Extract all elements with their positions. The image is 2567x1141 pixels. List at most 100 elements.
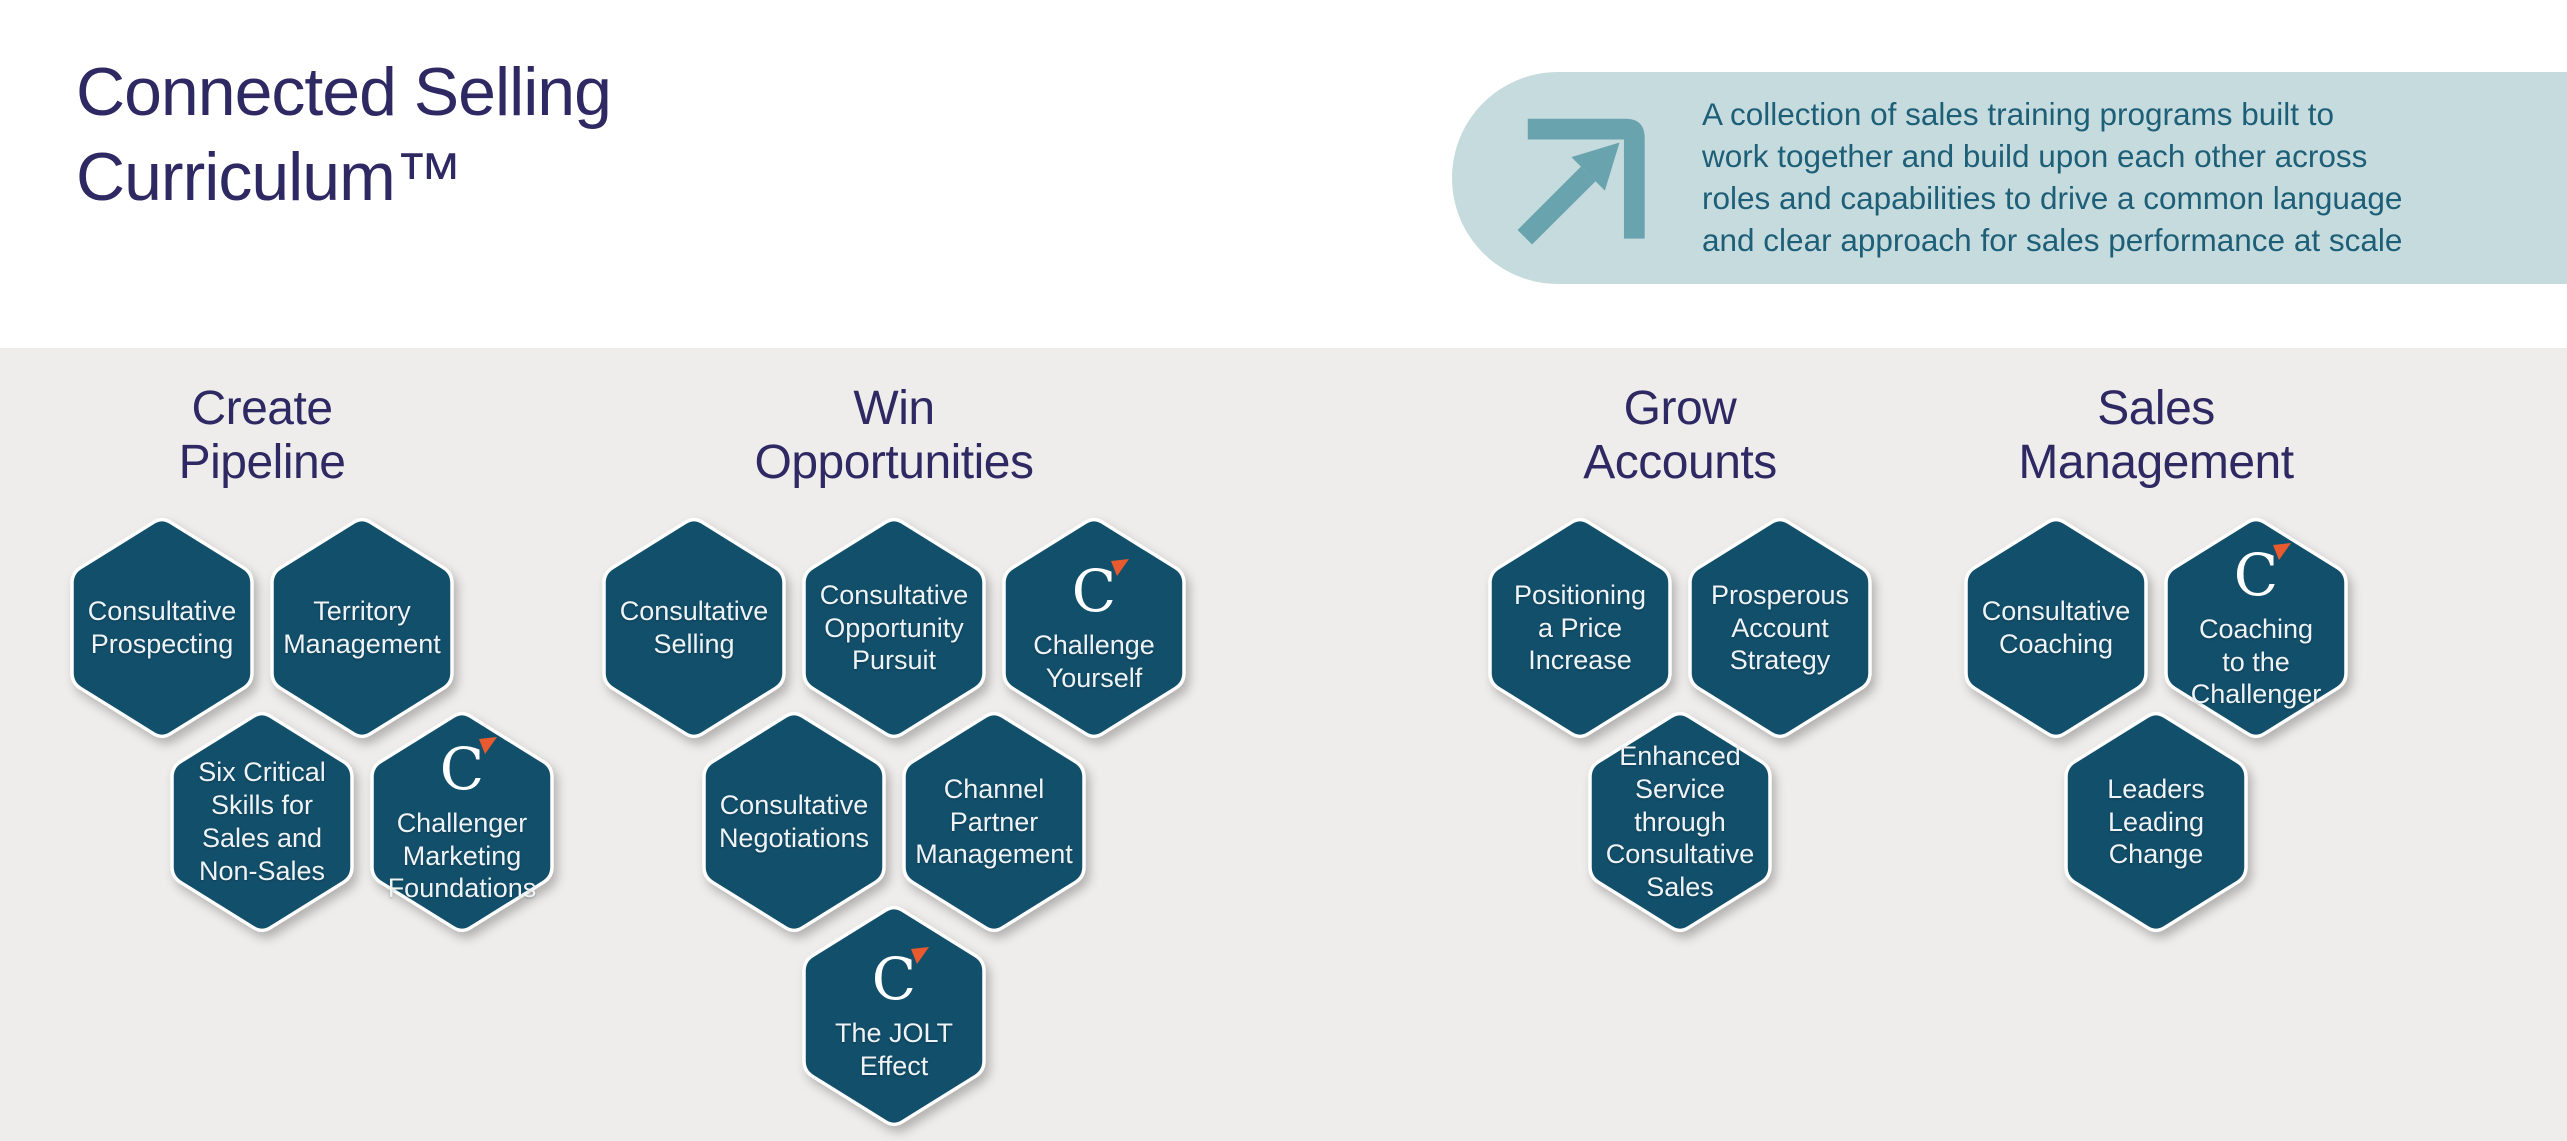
challenger-logo-icon: C [1072,559,1130,623]
hex-label-line: The JOLT [834,1018,954,1049]
group-heading-line: Grow [1623,382,1737,435]
hex-label-line: Non-Sales [198,855,326,886]
challenger-logo-icon: C [440,736,498,801]
hex-label-line: Channel [943,773,1045,804]
page-title-line1: Connected Selling [76,54,612,130]
callout-description: A collection of sales training programs … [1702,94,2542,262]
challenger-logo-flag-icon [1111,559,1130,577]
hex-label-line: Challenger [396,807,528,838]
group-heading-line: Opportunities [754,435,1035,489]
hex-label-line: Challenge [1033,630,1155,661]
group-heading-line: Sales [2097,382,2215,435]
hex-label-line: Consultative [819,579,969,610]
hexagon-shape [1964,517,2148,739]
callout-line: A collection of sales training programs … [1702,96,2335,133]
hex-label-line: Coaching [2198,613,2314,644]
group-heading-line: Accounts [1583,435,1777,489]
page-title: Connected Selling Curriculum™ [76,50,612,220]
hex-label-line: Consultative [619,596,769,627]
hex-label-line: to the [2222,646,2290,677]
hex-label-line: Consultative [1981,596,2131,627]
hexagon-shape [170,711,354,933]
group-heading-line: Pipeline [178,435,346,489]
hexagon-shape [602,517,786,739]
hexagon-shape [902,711,1086,933]
challenger-logo-flag-icon [2273,542,2292,560]
arrow-up-right-icon [1517,118,1645,245]
hexagon-shape [1488,517,1672,739]
hex-label-line: Six Critical [198,757,326,788]
hex-label-line: Enhanced [1619,740,1741,771]
group-heading-line: Create [191,382,333,435]
hexagon-shape [2064,711,2248,933]
hex-label-line: Challenger [2190,679,2322,710]
hex-label-line: Strategy [1729,645,1831,676]
hex-label-line: through [1634,806,1726,837]
hex-label-line: Skills for [210,790,313,821]
hex-label-line: a Price [1537,612,1623,643]
hex-label-line: Leaders [2107,773,2205,804]
hex-label-line: Consultative [1605,839,1755,870]
hexagon-shape [70,517,254,739]
hex-label-line: Increase [1528,645,1632,676]
hex-label-line: Coaching [1998,629,2114,659]
hexagon-shape [702,711,886,933]
hex-label-line: Leading [2107,806,2205,837]
hexagon-shape [802,905,986,1127]
hex-label-line: Service [1634,773,1726,804]
hex-label-line: Positioning [1513,579,1647,610]
group-heading-line: Management [2018,435,2294,489]
hex-label-line: Pursuit [851,645,937,676]
hexagon-shape [1688,517,1872,739]
hexagon-shape [802,517,986,739]
hex-label-line: Marketing [402,840,522,871]
description-callout: A collection of sales training programs … [1452,72,2567,284]
hex-label-line: Change [2108,839,2204,870]
page-title-line2: Curriculum™ [76,139,463,215]
hexagon-shape [2164,517,2348,739]
challenger-logo-icon: C [2234,542,2292,607]
hex-label-line: Sales and [201,823,323,853]
group-heading-line: Win [853,382,935,435]
hexagon-shape [370,711,554,933]
challenger-logo-icon: C [872,947,930,1011]
callout-line: roles and capabilities to drive a common… [1702,180,2403,216]
hex-label-line: Effect [859,1051,929,1081]
hex-label-line: Yourself [1045,663,1143,693]
